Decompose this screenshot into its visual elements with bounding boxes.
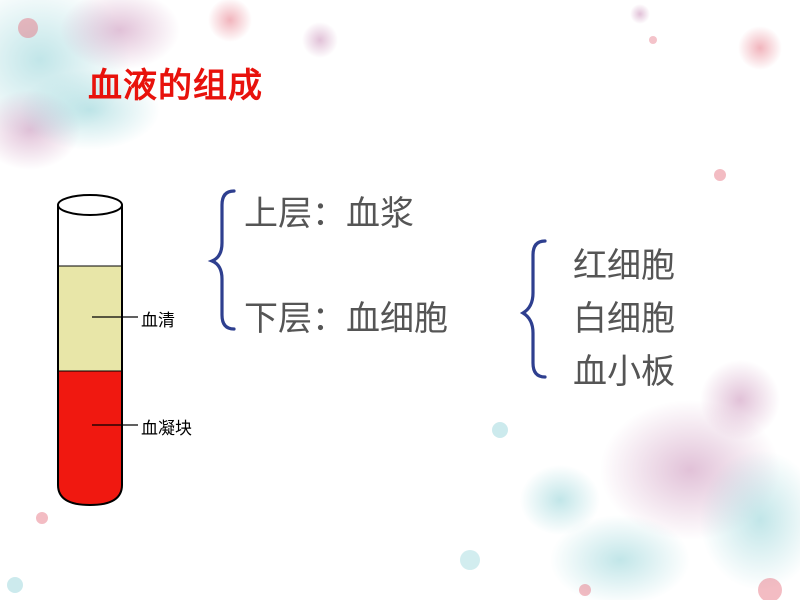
brace-cells (519, 239, 547, 379)
lower-layer-text: 下层：血细胞 (244, 299, 448, 339)
cell-platelet: 血小板 (573, 352, 675, 392)
brace-layers (207, 189, 236, 331)
cell-red-blood: 红细胞 (573, 246, 675, 286)
page-title: 血液的组成 (88, 66, 263, 106)
serum-label: 血清 (141, 311, 175, 331)
clot-layer (58, 371, 122, 505)
clot-label: 血凝块 (141, 419, 192, 439)
upper-layer-text: 上层：血浆 (244, 194, 414, 234)
serum-layer (58, 266, 122, 371)
cell-white-blood: 白细胞 (573, 299, 675, 339)
